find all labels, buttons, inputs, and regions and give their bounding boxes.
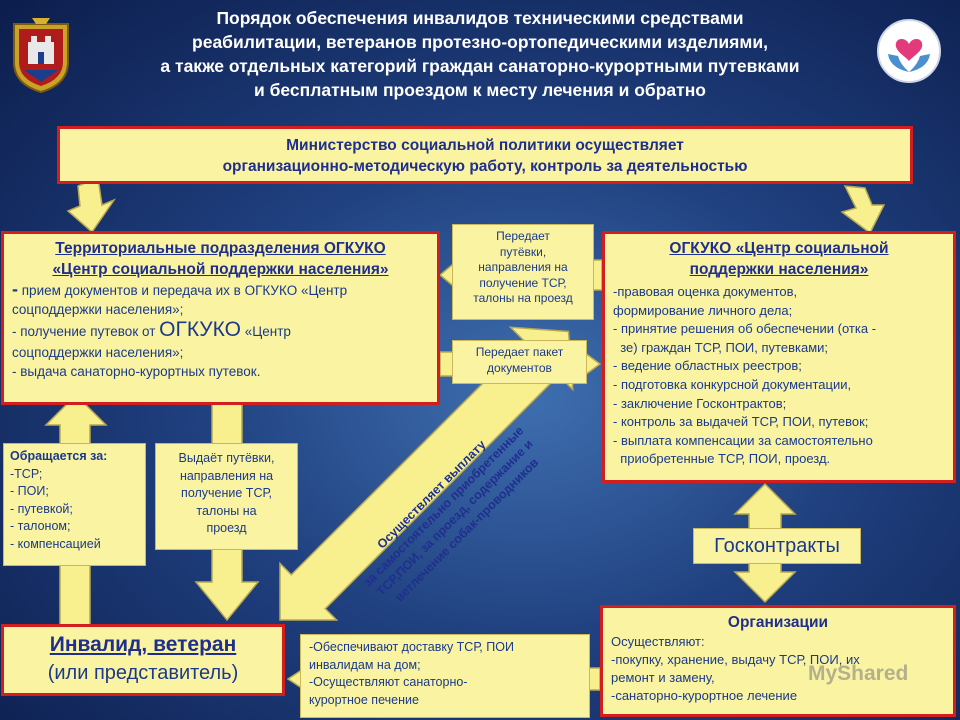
center-item: - принятие решения об обеспечении (отка … [613, 321, 877, 337]
title-line: реабилитации, ветеранов протезно-ортопед… [192, 32, 768, 52]
issues-line: получение ТСР, [181, 486, 272, 500]
territorial-item: - выдача санаторно-курортных путевок. [12, 364, 261, 379]
applies-item: - путевкой; [10, 501, 73, 516]
applies-for-box: Обращается за: -ТСР; - ПОИ; - путевкой; … [3, 443, 146, 566]
territorial-item: - прием документов и передача их в ОГКУК… [12, 280, 429, 300]
watermark: MyShared [808, 660, 928, 688]
ministry-line: Министерство социальной политики осущест… [286, 137, 684, 154]
note-line: Передает пакет [475, 345, 564, 359]
title-line: и бесплатным проездом к месту лечения и … [254, 80, 706, 100]
center-item: - выплата компенсации за самостоятельно [613, 432, 873, 448]
center-title: ОГКУКО «Центр социальной [669, 240, 889, 257]
applies-item: - ПОИ; [10, 484, 49, 498]
organizations-item: ремонт и замену, [611, 670, 715, 685]
center-item: -правовая оценка документов, [613, 284, 798, 299]
center-item: приобретенные ТСР, ПОИ, проезд. [613, 451, 831, 467]
page-title: Порядок обеспечения инвалидов технически… [80, 6, 880, 102]
goskontrakty-text: Госконтракты [714, 535, 840, 557]
delivery-line: -Осуществляют санаторно- [309, 675, 468, 689]
ministry-line: организационно-методическую работу, конт… [222, 158, 748, 175]
note-document-package: Передает пакет документов [452, 340, 587, 384]
invalid-title: Инвалид, ветеран [49, 633, 237, 656]
text: «Центр [240, 324, 291, 339]
arrow-ministry-to-territorial [66, 176, 117, 234]
territorial-item: - получение путевок от ОГКУКО «Центр [12, 319, 429, 343]
text: прием документов и передача их в ОГКУКО … [18, 283, 348, 298]
issues-line: Выдаёт путёвки, [178, 451, 275, 465]
territorial-item: соцподдержки населения»; [12, 345, 184, 360]
issues-line: направления на [179, 468, 274, 483]
applies-title: Обращается за: [10, 449, 108, 463]
issues-line: проезд [206, 521, 247, 535]
center-item: - подготовка конкурсной документации, [613, 376, 852, 392]
ministry-box: Министерство социальной политики осущест… [57, 126, 913, 184]
big-text: ОГКУКО [159, 318, 241, 341]
organizations-box: Организации Осуществляют: -покупку, хран… [600, 605, 956, 717]
delivery-line: инвалидам на дом; [309, 657, 421, 672]
territorial-item: соцподдержки населения»; [12, 302, 184, 317]
arrow-ministry-to-center [840, 185, 886, 235]
text: - получение путевок от [12, 324, 160, 339]
note-line: Передает [496, 229, 550, 243]
watermark-text: MyShared [808, 662, 909, 685]
applies-item: - компенсацией [10, 536, 101, 551]
delivery-line: курортное печение [309, 692, 419, 707]
note-line: талоны на проезд [473, 291, 573, 305]
organizations-item: Осуществляют: [611, 634, 705, 649]
title-line: Порядок обеспечения инвалидов технически… [216, 8, 744, 28]
center-item: - ведение областных реестров; [613, 358, 802, 374]
goskontrakty-label: Госконтракты [693, 528, 861, 564]
territorial-title: «Центр социальной поддержки населения» [52, 261, 389, 278]
dash: - [12, 279, 18, 299]
applies-item: - талоном; [10, 519, 71, 533]
note-line: направления на [478, 260, 568, 274]
note-passes-vouchers: Передает путёвки, направления на получен… [452, 224, 594, 320]
note-line: путёвки, [499, 244, 547, 259]
arrow-center-to-invalid-diagonal [279, 326, 574, 621]
note-line: документов [487, 360, 552, 375]
issues-line: талоны на [196, 503, 257, 518]
organizations-item: -санаторно-курортное лечение [611, 688, 798, 703]
title-line: а также отдельных категорий граждан сана… [160, 56, 800, 76]
issues-vouchers-box: Выдаёт путёвки, направления на получение… [155, 443, 298, 550]
note-line: получение ТСР, [479, 275, 567, 290]
coat-of-arms-emblem [10, 16, 72, 94]
delivery-note: -Обеспечивают доставку ТСР, ПОИ инвалида… [300, 634, 590, 718]
territorial-title: Территориальные подразделения ОГКУКО [55, 240, 386, 257]
center-item: - заключение Госконтрактов; [613, 395, 787, 411]
organizations-title: Организации [727, 614, 829, 631]
center-item: зе) граждан ТСР, ПОИ, путевками; [613, 339, 829, 355]
territorial-units-box: Территориальные подразделения ОГКУКО «Це… [1, 231, 440, 405]
applies-item: -ТСР; [10, 466, 43, 481]
center-item: формирование личного дела; [613, 302, 793, 318]
delivery-line: -Обеспечивают доставку ТСР, ПОИ [309, 640, 514, 654]
center-title: поддержки населения» [689, 261, 869, 278]
invalid-subtitle: (или представитель) [47, 662, 239, 684]
center-item: - контроль за выдачей ТСР, ПОИ, путевок; [613, 414, 869, 430]
invalid-veteran-box: Инвалид, ветеран (или представитель) [1, 624, 285, 696]
center-box: ОГКУКО «Центр социальной поддержки насел… [602, 231, 956, 483]
hands-heart-logo [876, 18, 942, 84]
organizations-item: -покупку, хранение, выдачу ТСР, ПОИ, их [611, 652, 860, 667]
